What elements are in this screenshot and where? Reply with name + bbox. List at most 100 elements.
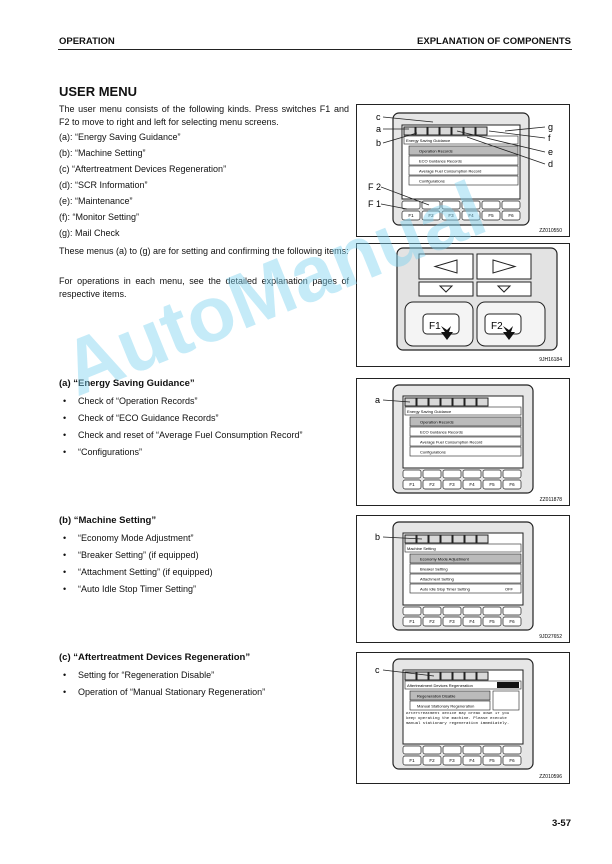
fig5-fkey: F5: [489, 758, 495, 763]
menu-list-item: (e): “Maintenance”: [59, 196, 133, 206]
section-a-list: Check of “Operation Records” Check of “E…: [63, 396, 302, 464]
menu-list-item: (b): “Machine Setting”: [59, 148, 146, 158]
fig3-row: ECO Guidance Records: [420, 430, 463, 435]
header-section-title: OPERATION: [59, 36, 115, 47]
intro-paragraph: The user menu consists of the following …: [59, 104, 349, 127]
fig4-row: Breaker Setting: [420, 567, 448, 572]
fig5-fkey: F2: [429, 758, 435, 763]
fig1-label: g: [548, 122, 553, 132]
fig4-fkey: F4: [469, 619, 475, 624]
menu-list-item: (c) “Aftertreatment Devices Regeneration…: [59, 164, 227, 174]
fig1-row: ECO Guidance Records: [419, 159, 462, 164]
list-item: Setting for “Regeneration Disable”: [63, 670, 265, 687]
list-item: “Auto Idle Stop Timer Setting”: [63, 584, 213, 601]
fig4-row: Auto Idle Stop Timer Setting: [420, 587, 470, 592]
fig4-fkey: F6: [509, 619, 515, 624]
fig5-row: Manual Stationary Regeneration: [417, 704, 474, 709]
fig4-menu-title: Machine Setting: [407, 546, 436, 551]
fig3-fkey: F6: [509, 482, 515, 487]
press-arrow-icon: [503, 326, 515, 340]
fig1-row: Configurations: [419, 179, 445, 184]
fig1-row: Average Fuel Consumption Record: [419, 169, 481, 174]
fig3-row: Average Fuel Consumption Record: [420, 440, 482, 445]
fig4-fkey: F1: [409, 619, 415, 624]
fig4-fkey: F3: [449, 619, 455, 624]
page-number: 3-57: [551, 818, 571, 829]
fig5-code: ZZ010596: [539, 774, 562, 780]
list-item: Check of “Operation Records”: [63, 396, 302, 413]
press-arrow-icon: [441, 326, 453, 340]
fig1-row: Operation Records: [419, 149, 453, 154]
fig3-row: Configurations: [420, 450, 446, 455]
fig4-fkey: F2: [429, 619, 435, 624]
menu-list-item: (f): “Monitor Setting”: [59, 212, 140, 222]
fig1-label: F 1: [368, 199, 381, 209]
fig4-label: b: [375, 532, 380, 542]
list-item: “Attachment Setting” (if equipped): [63, 567, 213, 584]
menu-list-item: (g): Mail Check: [59, 228, 120, 238]
fig3-code: ZZ011878: [540, 497, 563, 503]
fig5-fkey: F1: [409, 758, 415, 763]
fig5-fkey: F4: [469, 758, 475, 763]
figure-aftertreatment-regeneration: Aftertreatment Devices Regeneration Rege…: [356, 652, 570, 784]
fig1-label: c: [376, 112, 381, 122]
figure-energy-saving-guidance: Energy Saving Guidance Operation Records…: [356, 378, 570, 506]
fig3-fkey: F5: [489, 482, 495, 487]
fig1-code: ZZ010550: [539, 228, 562, 234]
page-title: USER MENU: [59, 84, 138, 99]
fig4-row: Attachment Setting: [420, 577, 454, 582]
fig3-fkey: F2: [429, 482, 435, 487]
fig4-code: 9JD27652: [539, 634, 562, 640]
fig3-fkey: F3: [449, 482, 455, 487]
menus-explanation-paragraph: These menus (a) to (g) are for setting a…: [59, 246, 349, 256]
fig1-label: e: [548, 147, 553, 157]
fig1-fkey: F5: [488, 213, 494, 218]
fig1-menu-title: Energy Saving Guidance: [406, 138, 451, 143]
section-b-heading: (b) “Machine Setting”: [59, 515, 157, 526]
list-item: “Breaker Setting” (if equipped): [63, 550, 213, 567]
fig1-label: f: [548, 133, 551, 143]
fig5-label: c: [375, 665, 380, 675]
list-item: Operation of “Manual Stationary Regenera…: [63, 687, 265, 704]
fig3-menu-title: Energy Saving Guidance: [407, 409, 452, 414]
section-c-heading: (c) “Aftertreatment Devices Regeneration…: [59, 652, 251, 663]
fig1-fkey: F1: [408, 213, 414, 218]
operations-paragraph: For operations in each menu, see the det…: [59, 276, 349, 299]
fig5-fkey: F3: [449, 758, 455, 763]
fig1-fkey: F2: [428, 213, 434, 218]
fig1-fkey: F4: [468, 213, 474, 218]
fig4-fkey: F5: [489, 619, 495, 624]
fig3-label: a: [375, 395, 380, 405]
header-rule: [58, 49, 572, 50]
fig1-label: d: [548, 159, 553, 169]
fig2-fkey: F1: [429, 321, 441, 332]
figure-f1-f2-buttons: F1 F2 9JH16184: [356, 243, 570, 367]
figure-user-menu-overview: Energy Saving Guidance Operation Records…: [356, 104, 570, 237]
list-item: “Economy Mode Adjustment”: [63, 533, 213, 550]
fig1-fkey: F6: [508, 213, 514, 218]
fig3-fkey: F4: [469, 482, 475, 487]
fig5-fkey: F6: [509, 758, 515, 763]
fig3-row: Operation Records: [420, 420, 454, 425]
menu-list-item: (a): “Energy Saving Guidance”: [59, 132, 181, 142]
fig1-fkey: F3: [448, 213, 454, 218]
fig1-label: b: [376, 138, 381, 148]
fig5-menu-title: Aftertreatment Devices Regeneration: [407, 683, 473, 688]
list-item: Check of “ECO Guidance Records”: [63, 413, 302, 430]
fig4-value: OFF: [505, 587, 514, 592]
fig1-label: a: [376, 124, 381, 134]
fig2-fkey: F2: [491, 321, 503, 332]
header-chapter-title: EXPLANATION OF COMPONENTS: [417, 36, 571, 47]
fig1-label: F 2: [368, 182, 381, 192]
fig5-row: Regeneration Disable: [417, 694, 456, 699]
list-item: “Configurations”: [63, 447, 302, 464]
fig4-row: Economy Mode Adjustment: [420, 557, 470, 562]
figure-machine-setting: Machine Setting Economy Mode Adjustment …: [356, 515, 570, 643]
section-c-list: Setting for “Regeneration Disable” Opera…: [63, 670, 265, 704]
section-b-list: “Economy Mode Adjustment” “Breaker Setti…: [63, 533, 213, 601]
list-item: Check and reset of “Average Fuel Consump…: [63, 430, 302, 447]
fig3-fkey: F1: [409, 482, 415, 487]
menu-list-item: (d): “SCR Information”: [59, 180, 148, 190]
section-a-heading: (a) “Energy Saving Guidance”: [59, 378, 195, 389]
fig2-code: 9JH16184: [539, 357, 562, 363]
